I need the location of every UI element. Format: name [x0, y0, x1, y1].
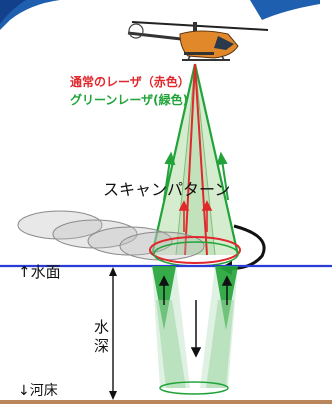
green-beam-inner-right — [194, 63, 216, 256]
green-return-arrows — [163, 151, 229, 201]
frame-corner-top-right — [250, 0, 320, 20]
helicopter-icon — [127, 21, 269, 61]
underwater-arrows — [158, 275, 233, 358]
water-depth-label: 水深 — [93, 318, 109, 355]
depth-arrow-top — [109, 267, 117, 276]
green-beam-inner-left — [175, 63, 196, 256]
rotation-arrow — [225, 224, 266, 270]
river-bed-label: ↓河床 — [18, 383, 58, 399]
scan-pattern-label: スキャンパターン — [103, 180, 231, 199]
red-return-arrows — [178, 200, 213, 232]
green-beam-edge-right — [193, 63, 240, 256]
depth-arrow-bottom — [109, 391, 117, 400]
water-surface-label: ↑水面 — [18, 263, 61, 281]
frame-corner-shade — [0, 0, 26, 24]
red-beam-left — [184, 63, 196, 256]
legend-green-laser: グリーンレーザ(緑色) — [70, 93, 189, 107]
underwater-beam-left-lower — [156, 300, 186, 388]
scan-pattern — [17, 210, 205, 261]
river-bed — [0, 400, 332, 404]
legend-normal-laser: 通常のレーザ（赤色） — [70, 75, 190, 89]
red-scan-ellipse — [149, 236, 241, 264]
red-beam-right — [194, 63, 208, 256]
riverbed-footprint — [159, 381, 229, 395]
underwater-beam-right-lower — [206, 300, 234, 388]
